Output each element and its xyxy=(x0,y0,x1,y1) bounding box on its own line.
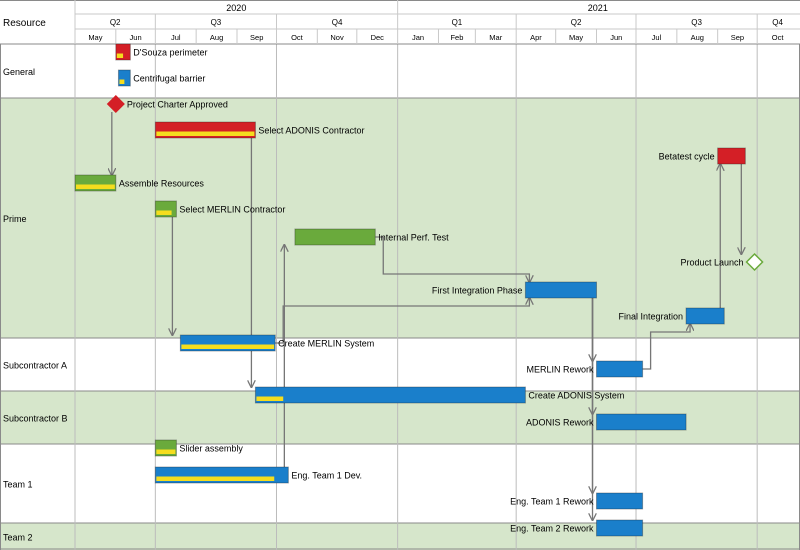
milestone-marker xyxy=(745,252,764,272)
task-label: Create MERLIN System xyxy=(278,339,374,349)
quarter-label: Q4 xyxy=(332,18,343,27)
milestone-marker xyxy=(106,94,125,114)
task-progress-fill xyxy=(156,131,255,136)
quarter-label: Q1 xyxy=(452,18,463,27)
month-label: Apr xyxy=(530,33,542,42)
task-label: ADONIS Rework xyxy=(526,418,594,428)
month-label: Dec xyxy=(371,33,385,42)
row-band xyxy=(0,338,800,391)
task-label: Internal Perf. Test xyxy=(378,233,449,243)
month-label: Jun xyxy=(610,33,622,42)
month-label: Jun xyxy=(130,33,142,42)
task-label: First Integration Phase xyxy=(432,286,523,296)
dependency-arrow xyxy=(375,236,529,282)
month-label: Mar xyxy=(489,33,502,42)
month-label: Sep xyxy=(250,33,263,42)
year-label: 2020 xyxy=(226,3,246,13)
resource-label: Prime xyxy=(3,214,27,224)
task-progress-fill xyxy=(76,184,115,189)
task-bar xyxy=(596,519,644,537)
month-label: May xyxy=(569,33,583,42)
task-bar xyxy=(596,413,687,431)
resource-label: Subcontractor B xyxy=(3,414,68,424)
task-label: Centrifugal barrier xyxy=(133,74,205,84)
task-label: Select MERLIN Contractor xyxy=(179,205,285,215)
month-label: Nov xyxy=(330,33,344,42)
quarter-label: Q2 xyxy=(571,18,582,27)
month-label: Oct xyxy=(772,33,785,42)
row-band xyxy=(0,444,800,523)
row-band xyxy=(0,44,800,98)
quarter-label: Q3 xyxy=(691,18,702,27)
task-progress-fill xyxy=(156,449,176,454)
task-label: Eng. Team 1 Dev. xyxy=(291,471,362,481)
task-progress-fill xyxy=(256,396,284,401)
month-label: Jul xyxy=(171,33,181,42)
task-label: Eng. Team 2 Rework xyxy=(510,524,594,534)
month-label: Feb xyxy=(450,33,463,42)
row-band xyxy=(0,523,800,550)
resource-label: Team 1 xyxy=(3,480,33,490)
header-background xyxy=(0,0,800,44)
month-label: Sep xyxy=(731,33,744,42)
task-label: MERLIN Rework xyxy=(526,365,594,375)
task-label: D'Souza perimeter xyxy=(133,48,207,58)
month-label: Aug xyxy=(691,33,704,42)
resource-label: Team 2 xyxy=(3,533,33,543)
month-label: Jan xyxy=(412,33,424,42)
task-label: Slider assembly xyxy=(179,444,243,454)
row-band xyxy=(0,98,800,338)
task-bar xyxy=(294,228,376,246)
task-label: Betatest cycle xyxy=(659,152,715,162)
task-label: Assemble Resources xyxy=(119,179,205,189)
task-label: Eng. Team 1 Rework xyxy=(510,497,594,507)
task-bar xyxy=(117,69,131,87)
quarter-label: Q4 xyxy=(772,18,783,27)
task-label: Product Launch xyxy=(680,258,743,268)
quarter-label: Q3 xyxy=(211,18,222,27)
task-bar xyxy=(524,281,598,299)
year-label: 2021 xyxy=(588,3,608,13)
task-label: Project Charter Approved xyxy=(127,100,228,110)
task-label: Select ADONIS Contractor xyxy=(258,126,364,136)
task-bar xyxy=(717,147,746,165)
task-bar xyxy=(596,360,644,378)
month-label: Aug xyxy=(210,33,223,42)
quarter-label: Q2 xyxy=(110,18,121,27)
task-progress-fill xyxy=(119,79,125,84)
dependency-arrow xyxy=(275,298,529,344)
task-bar xyxy=(254,386,526,404)
task-progress-fill xyxy=(181,344,275,349)
task-label: Create ADONIS System xyxy=(528,391,624,401)
task-progress-fill xyxy=(156,476,275,481)
resource-header: Resource xyxy=(3,18,46,29)
task-bar xyxy=(685,307,725,325)
task-progress-fill xyxy=(156,210,172,215)
task-progress-fill xyxy=(116,53,124,58)
month-label: Oct xyxy=(291,33,304,42)
task-label: Final Integration xyxy=(619,312,684,322)
month-label: May xyxy=(88,33,102,42)
task-bar xyxy=(596,492,644,510)
month-label: Jul xyxy=(652,33,662,42)
resource-label: General xyxy=(3,67,35,77)
dependency-arrow xyxy=(642,324,690,370)
resource-label: Subcontractor A xyxy=(3,361,67,371)
